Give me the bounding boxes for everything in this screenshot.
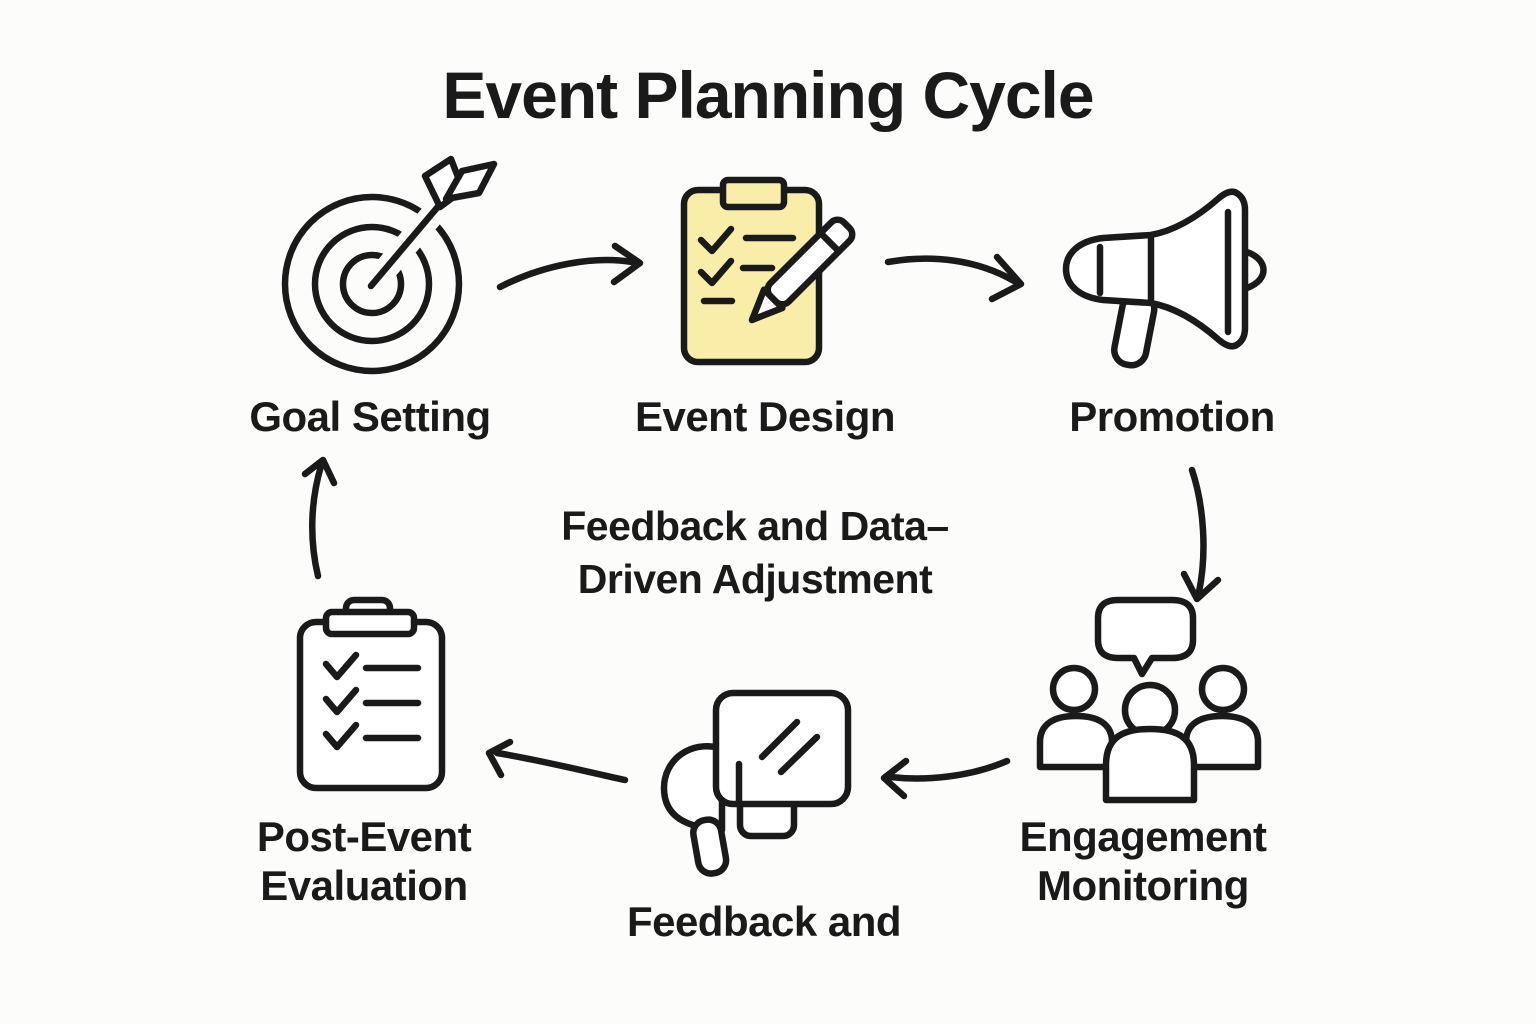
megaphone-icon	[1062, 188, 1267, 369]
clipboard-pencil-icon	[680, 176, 856, 366]
people-speech-bubble-icon	[1036, 596, 1262, 804]
center-note-line2: Driven Adjustment	[577, 556, 933, 602]
arrow-postevent-to-goal-icon	[301, 456, 338, 580]
engagement-monitoring-label: Engagement Monitoring	[1019, 813, 1267, 909]
megaphone-board-icon	[660, 689, 852, 877]
target-arrow-icon	[281, 155, 498, 375]
arrow-goal-to-design-icon	[496, 242, 644, 291]
arrow-feedback-to-postevent-icon	[485, 738, 629, 784]
promotion-label: Promotion	[1069, 393, 1275, 440]
goal-setting-label: Goal Setting	[249, 393, 491, 440]
clipboard-checklist-icon	[296, 596, 446, 792]
arrow-engagement-to-feedback-icon	[880, 757, 1011, 800]
center-note-line1: Feedback and Data–	[561, 503, 949, 549]
arrow-design-to-promotion-icon	[884, 253, 1025, 303]
post-event-evaluation-label: Post-Event Evaluation	[256, 813, 472, 909]
event-design-label: Event Design	[634, 393, 896, 440]
feedback-label: Feedback and	[626, 898, 902, 945]
center-note: Feedback and Data– Driven Adjustment	[435, 500, 1075, 606]
diagram-title: Event Planning Cycle	[442, 58, 1094, 132]
arrow-promotion-to-engagement-icon	[1180, 466, 1222, 603]
